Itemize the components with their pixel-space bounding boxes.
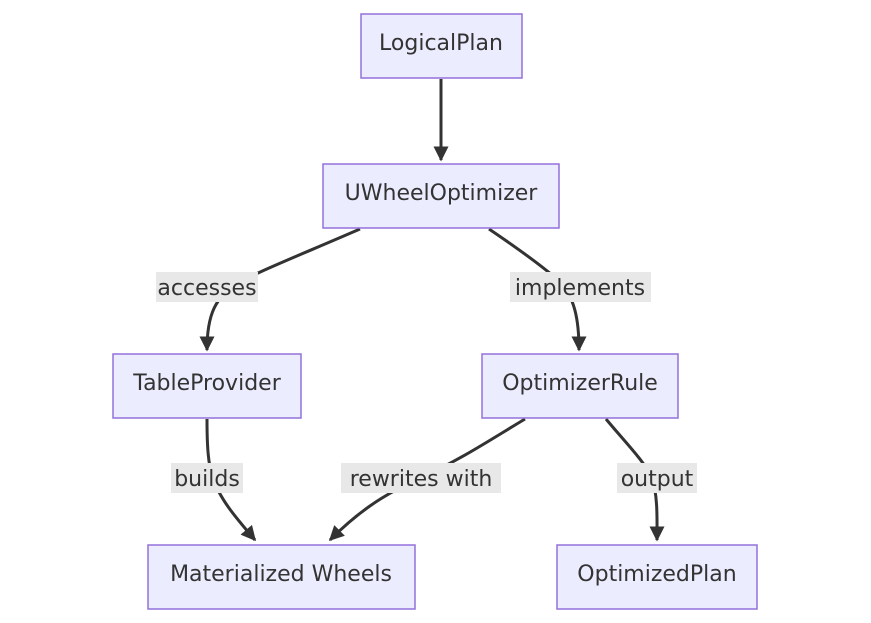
node-tableprovider: TableProvider [112, 353, 302, 419]
svg-text:output: output [621, 467, 694, 492]
node-optimizerrule: OptimizerRule [481, 353, 679, 419]
node-uwheeloptimizer: UWheelOptimizer [322, 163, 560, 229]
svg-text:accesses: accesses [157, 276, 256, 301]
svg-text:LogicalPlan: LogicalPlan [379, 31, 503, 56]
edge-label-accesses: accesses [156, 272, 258, 302]
node-logicalplan: LogicalPlan [360, 13, 523, 79]
edge-label-output: output [617, 463, 697, 493]
svg-text:UWheelOptimizer: UWheelOptimizer [345, 181, 539, 206]
edge-label-rewrites-with: rewrites with [341, 463, 501, 493]
svg-text:implements: implements [515, 276, 645, 301]
svg-text:TableProvider: TableProvider [132, 371, 281, 396]
svg-text:Materialized Wheels: Materialized Wheels [170, 562, 392, 587]
edge-label-implements: implements [510, 272, 651, 302]
svg-text:OptimizerRule: OptimizerRule [502, 371, 658, 396]
node-materialized-wheels: Materialized Wheels [147, 544, 416, 610]
edge-label-builds: builds [171, 463, 243, 493]
svg-text:builds: builds [174, 467, 240, 492]
svg-text:rewrites with: rewrites with [350, 467, 493, 492]
svg-text:OptimizedPlan: OptimizedPlan [577, 562, 736, 587]
node-optimizedplan: OptimizedPlan [556, 544, 758, 610]
